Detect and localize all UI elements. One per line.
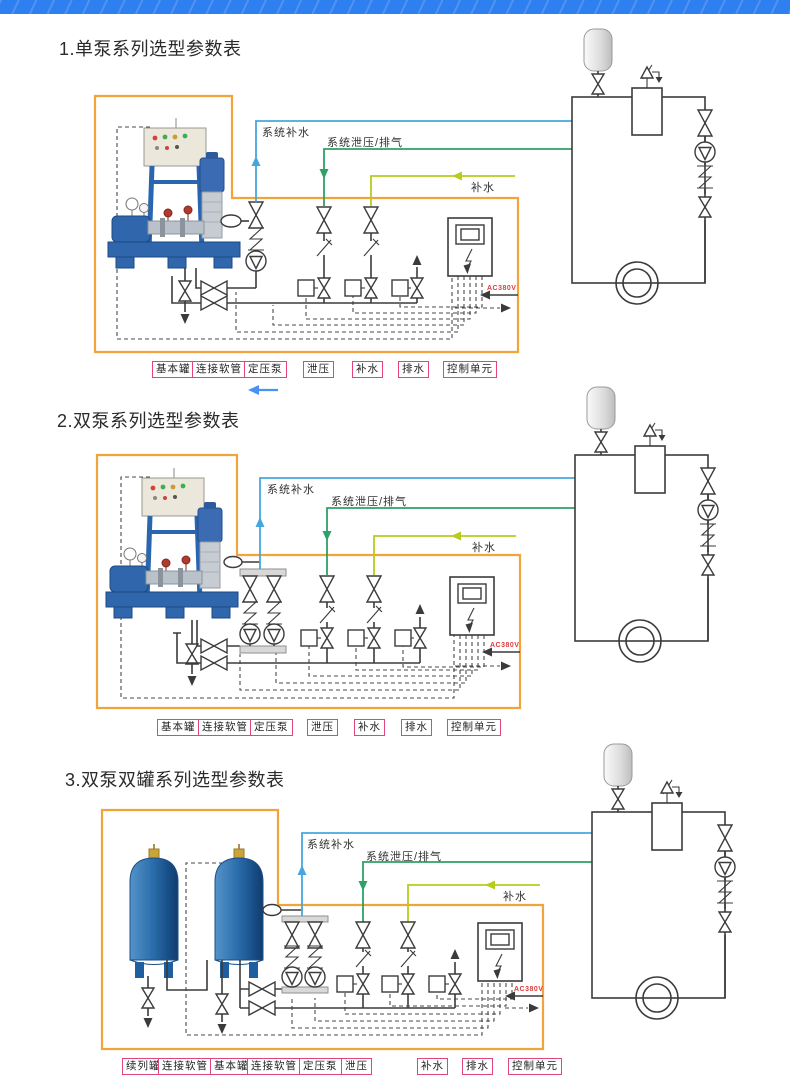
legend-label: 补水	[417, 1058, 448, 1075]
legend-label: 基本罐	[152, 361, 195, 378]
legend-label: 泄压	[307, 719, 338, 736]
system-relief-label: 系统泄压/排气	[366, 851, 443, 863]
legend-label: 补水	[352, 361, 383, 378]
legend-label: 排水	[462, 1058, 493, 1075]
legend-label: 基本罐	[157, 719, 200, 736]
legend-label: 定压泵	[244, 361, 287, 378]
makeup-label: 补水	[471, 182, 495, 194]
system-relief-label: 系统泄压/排气	[331, 496, 408, 508]
legend-label: 连接软管	[158, 1058, 212, 1075]
legend-label: 连接软管	[192, 361, 246, 378]
diagram-2-schematic	[95, 387, 718, 710]
system-makeup-label: 系统补水	[262, 127, 310, 139]
legend-label: 泄压	[303, 361, 334, 378]
legend-label: 定压泵	[299, 1058, 342, 1075]
legend-label: 控制单元	[447, 719, 501, 736]
section-1-title: 1.单泵系列选型参数表	[59, 39, 242, 59]
legend-label: 补水	[354, 719, 385, 736]
makeup-label: 补水	[472, 542, 496, 554]
power-label: AC380V	[514, 986, 544, 993]
duty-standby-pumps	[281, 921, 326, 988]
system-makeup-label: 系统补水	[267, 484, 315, 496]
legend-label: 控制单元	[443, 361, 497, 378]
power-label: AC380V	[490, 642, 520, 649]
legend-label: 连接软管	[247, 1058, 301, 1075]
legend-label: 排水	[401, 719, 432, 736]
legend-label: 排水	[398, 361, 429, 378]
section-3-title: 3.双泵双罐系列选型参数表	[65, 770, 285, 790]
section-2-title: 2.双泵系列选型参数表	[57, 411, 240, 431]
legend-label: 基本罐	[210, 1058, 253, 1075]
legend-label: 定压泵	[250, 719, 293, 736]
system-makeup-label: 系统补水	[307, 839, 355, 851]
power-label: AC380V	[487, 285, 517, 292]
legend-label: 控制单元	[508, 1058, 562, 1075]
diagram-3-schematic	[100, 744, 735, 1051]
legend-label: 泄压	[341, 1058, 372, 1075]
legend-label: 续列罐	[122, 1058, 165, 1075]
makeup-label: 补水	[503, 891, 527, 903]
legend-label: 连接软管	[198, 719, 252, 736]
top-banner	[0, 0, 790, 14]
flow-direction-arrow	[248, 385, 278, 395]
diagram-1-schematic	[93, 29, 715, 395]
duty-standby-pumps	[239, 575, 285, 646]
system-relief-label: 系统泄压/排气	[327, 137, 404, 149]
